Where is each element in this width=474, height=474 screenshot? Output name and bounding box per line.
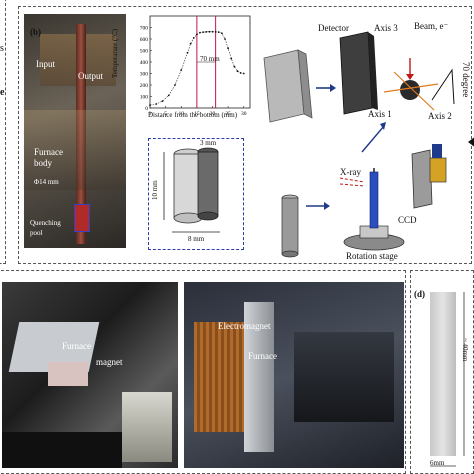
label-c-magnet: magnet xyxy=(96,357,123,367)
data-point xyxy=(195,33,198,36)
label-furnace-body-2: body xyxy=(34,158,52,168)
label-beam: Beam, e⁻ xyxy=(414,21,449,31)
label-tilt: 70 degree xyxy=(461,62,471,98)
label-xray: X-ray xyxy=(340,167,361,177)
left-fragment-e: e xyxy=(0,87,5,98)
data-point xyxy=(242,72,245,75)
y-tick-label: 0 xyxy=(145,106,148,112)
sample-schematic xyxy=(163,147,220,233)
data-point xyxy=(208,30,211,33)
plot-ylabel: Temperature (°C) xyxy=(111,28,119,78)
y-tick-label: 400 xyxy=(140,60,149,66)
label-quenching-1: Quenching xyxy=(30,219,61,227)
data-point xyxy=(239,72,242,74)
sample-dimensions xyxy=(430,292,465,467)
y-tick-label: 700 xyxy=(140,26,149,32)
label-axis2: Axis 2 xyxy=(428,111,452,121)
label-input: Input xyxy=(36,59,55,69)
electromagnet-photo xyxy=(184,282,404,468)
sample-schematic-box xyxy=(148,138,244,250)
x-tick-label: 30 xyxy=(241,111,247,117)
label-ccd: CCD xyxy=(398,215,417,225)
y-tick-label: 100 xyxy=(140,95,149,101)
panel-b-label: (b) xyxy=(30,27,41,37)
data-point xyxy=(189,42,192,45)
x-tick-label: 10 xyxy=(179,111,185,117)
data-point xyxy=(214,30,217,33)
left-fragment-s: s xyxy=(0,43,4,54)
data-point xyxy=(233,65,236,68)
photo-shading xyxy=(24,110,126,190)
label-electromagnet: Electromagnet xyxy=(218,321,271,331)
label-diameter: Φ14 mm xyxy=(34,178,59,186)
label-quenching-2: pool xyxy=(30,229,43,237)
data-point xyxy=(155,103,158,105)
dim-height: 10 mm xyxy=(151,180,159,200)
data-point xyxy=(224,38,226,40)
y-tick-label: 500 xyxy=(140,49,149,55)
data-point xyxy=(230,57,233,60)
label-output: Output xyxy=(78,71,104,81)
data-point xyxy=(217,31,220,33)
photo-stage xyxy=(294,332,394,422)
photo-center-bar xyxy=(244,302,274,452)
data-point xyxy=(167,94,170,97)
label-c-furnace2: Furnace xyxy=(248,351,277,361)
sample-rod xyxy=(430,292,456,456)
dim-top: 3 mm xyxy=(200,139,217,147)
data-point xyxy=(211,30,214,33)
plot-points xyxy=(149,30,245,107)
label-width: 6mm xyxy=(430,459,445,467)
x-tick-label: 5 xyxy=(164,111,167,117)
label-rotation-stage: Rotation stage xyxy=(346,251,398,261)
x-tick-label: 15 xyxy=(194,111,200,117)
panel-b-border xyxy=(18,6,472,264)
panel-d-label: (d) xyxy=(414,289,425,299)
y-tick-label: 600 xyxy=(140,37,149,43)
left-panel-border xyxy=(0,0,6,264)
data-point xyxy=(202,31,205,33)
x-tick-label: 25 xyxy=(225,111,231,117)
x-tick-label: 20 xyxy=(210,111,216,117)
data-point xyxy=(149,104,151,107)
y-tick-label: 300 xyxy=(140,72,149,78)
label-furnace-body-1: Furnace xyxy=(34,147,63,157)
data-point xyxy=(161,100,164,102)
photo-base xyxy=(2,432,122,468)
data-point xyxy=(180,69,183,71)
label-c-furnace: Furnace xyxy=(62,341,91,351)
label-axis3: Axis 3 xyxy=(374,23,398,33)
data-point xyxy=(220,32,223,35)
data-point xyxy=(205,30,208,33)
y-tick-label: 200 xyxy=(140,83,149,89)
dim-width: 8 mm xyxy=(188,235,205,243)
x-tick-label: 0 xyxy=(149,111,152,117)
photo-rail xyxy=(122,392,172,462)
xray-setup xyxy=(263,31,474,258)
data-point xyxy=(186,51,189,54)
label-detector: Detector xyxy=(318,23,349,33)
plot-xlabel: Distance from the bottom (mm) xyxy=(148,111,238,119)
photo-furnace xyxy=(48,362,88,386)
label-axis1: Axis 1 xyxy=(368,109,392,119)
furnace-setup-photo xyxy=(2,282,178,468)
data-point xyxy=(192,36,195,39)
sample-position-marker xyxy=(74,204,90,232)
data-point xyxy=(199,31,201,34)
data-point xyxy=(174,84,176,86)
furnace-photo xyxy=(24,14,126,248)
plot-span-label: 70 mm xyxy=(200,55,220,63)
furnace-tube xyxy=(76,24,86,244)
data-point xyxy=(227,47,230,50)
data-point xyxy=(236,70,239,73)
label-length: ~ 40mm xyxy=(461,338,469,362)
